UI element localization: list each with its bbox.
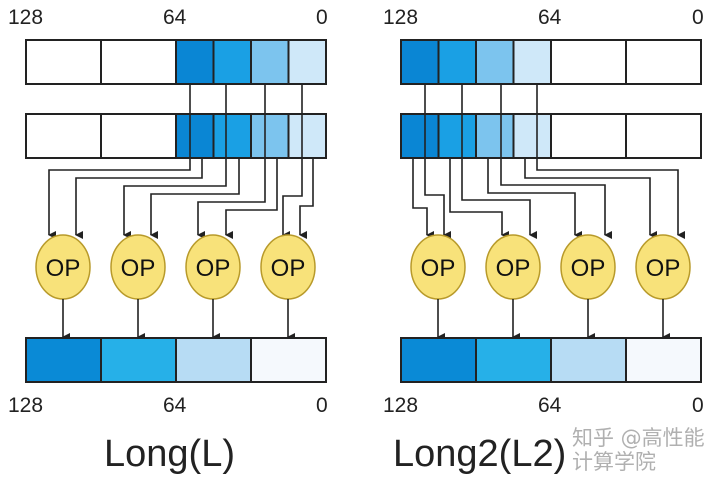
data-arrow bbox=[449, 158, 509, 239]
data-arrow bbox=[424, 158, 451, 239]
watermark: 知乎 @高性能计算学院 bbox=[572, 426, 705, 474]
data-arrow bbox=[123, 158, 227, 239]
result-lane bbox=[400, 337, 477, 383]
op-label: OP bbox=[646, 255, 681, 282]
data-arrow bbox=[48, 158, 191, 239]
register-a-lane bbox=[175, 39, 215, 85]
top-label-128: 128 bbox=[383, 6, 418, 29]
result-lane bbox=[625, 337, 702, 383]
diagram-title: Long(L) bbox=[104, 433, 235, 475]
op-label: OP bbox=[421, 255, 456, 282]
register-b-lane bbox=[212, 113, 252, 159]
register-a-cell-empty bbox=[550, 39, 627, 85]
register-b-lane bbox=[475, 113, 515, 159]
op-label: OP bbox=[496, 255, 531, 282]
data-arrow bbox=[75, 158, 203, 239]
data-arrow bbox=[197, 158, 266, 239]
op-label: OP bbox=[271, 255, 306, 282]
register-b-lane bbox=[437, 113, 477, 159]
register-b-cell-empty bbox=[25, 113, 102, 159]
op-label: OP bbox=[46, 255, 81, 282]
register-a-cell-empty bbox=[625, 39, 702, 85]
register-a-cell-empty bbox=[100, 39, 177, 85]
top-label-0: 0 bbox=[316, 6, 328, 29]
result-lane bbox=[550, 337, 627, 383]
register-b-lane bbox=[175, 113, 215, 159]
result-lane bbox=[100, 337, 177, 383]
data-arrow bbox=[412, 158, 434, 239]
data-arrow bbox=[461, 158, 537, 239]
data-arrow bbox=[536, 158, 685, 239]
register-a-lane bbox=[287, 39, 327, 85]
register-b-lane bbox=[400, 113, 440, 159]
op-label: OP bbox=[196, 255, 231, 282]
register-a-lane bbox=[437, 39, 477, 85]
register-a-cell-empty bbox=[25, 39, 102, 85]
diagram-title: Long2(L2) bbox=[393, 433, 566, 475]
register-b-cell-empty bbox=[100, 113, 177, 159]
data-arrow bbox=[150, 158, 240, 239]
register-a-lane bbox=[400, 39, 440, 85]
register-a-lane bbox=[250, 39, 290, 85]
data-arrow bbox=[487, 158, 582, 239]
register-b-lane bbox=[512, 113, 552, 159]
register-b-cell-empty bbox=[550, 113, 627, 159]
bottom-label-128: 128 bbox=[8, 394, 43, 417]
op-label: OP bbox=[121, 255, 156, 282]
register-b-cell-empty bbox=[625, 113, 702, 159]
data-arrow bbox=[524, 158, 657, 239]
op-label: OP bbox=[571, 255, 606, 282]
long-l-diagram: 128 64 0 128 64 0 Long(L) OP OP OP OP bbox=[8, 6, 328, 475]
bottom-label-64: 64 bbox=[163, 394, 187, 417]
register-b-lane bbox=[287, 113, 327, 159]
bottom-label-128: 128 bbox=[383, 394, 418, 417]
result-lane bbox=[250, 337, 327, 383]
bottom-label-64: 64 bbox=[538, 394, 562, 417]
top-label-64: 64 bbox=[163, 6, 187, 29]
data-arrow bbox=[225, 158, 278, 239]
result-lane bbox=[475, 337, 552, 383]
register-a-lane bbox=[212, 39, 252, 85]
top-label-128: 128 bbox=[8, 6, 43, 29]
bottom-label-0: 0 bbox=[692, 394, 704, 417]
bottom-label-0: 0 bbox=[316, 394, 328, 417]
result-lane bbox=[25, 337, 102, 383]
data-arrow bbox=[500, 158, 612, 239]
data-arrow bbox=[282, 158, 303, 239]
register-a-lane bbox=[512, 39, 552, 85]
register-b-lane bbox=[250, 113, 290, 159]
top-label-64: 64 bbox=[538, 6, 562, 29]
result-lane bbox=[175, 337, 252, 383]
data-arrow bbox=[299, 158, 314, 239]
register-a-lane bbox=[475, 39, 515, 85]
long2-l2-diagram: 128 64 0 128 64 0 Long2(L2) OP OP OP OP bbox=[383, 6, 704, 475]
top-label-0: 0 bbox=[692, 6, 704, 29]
